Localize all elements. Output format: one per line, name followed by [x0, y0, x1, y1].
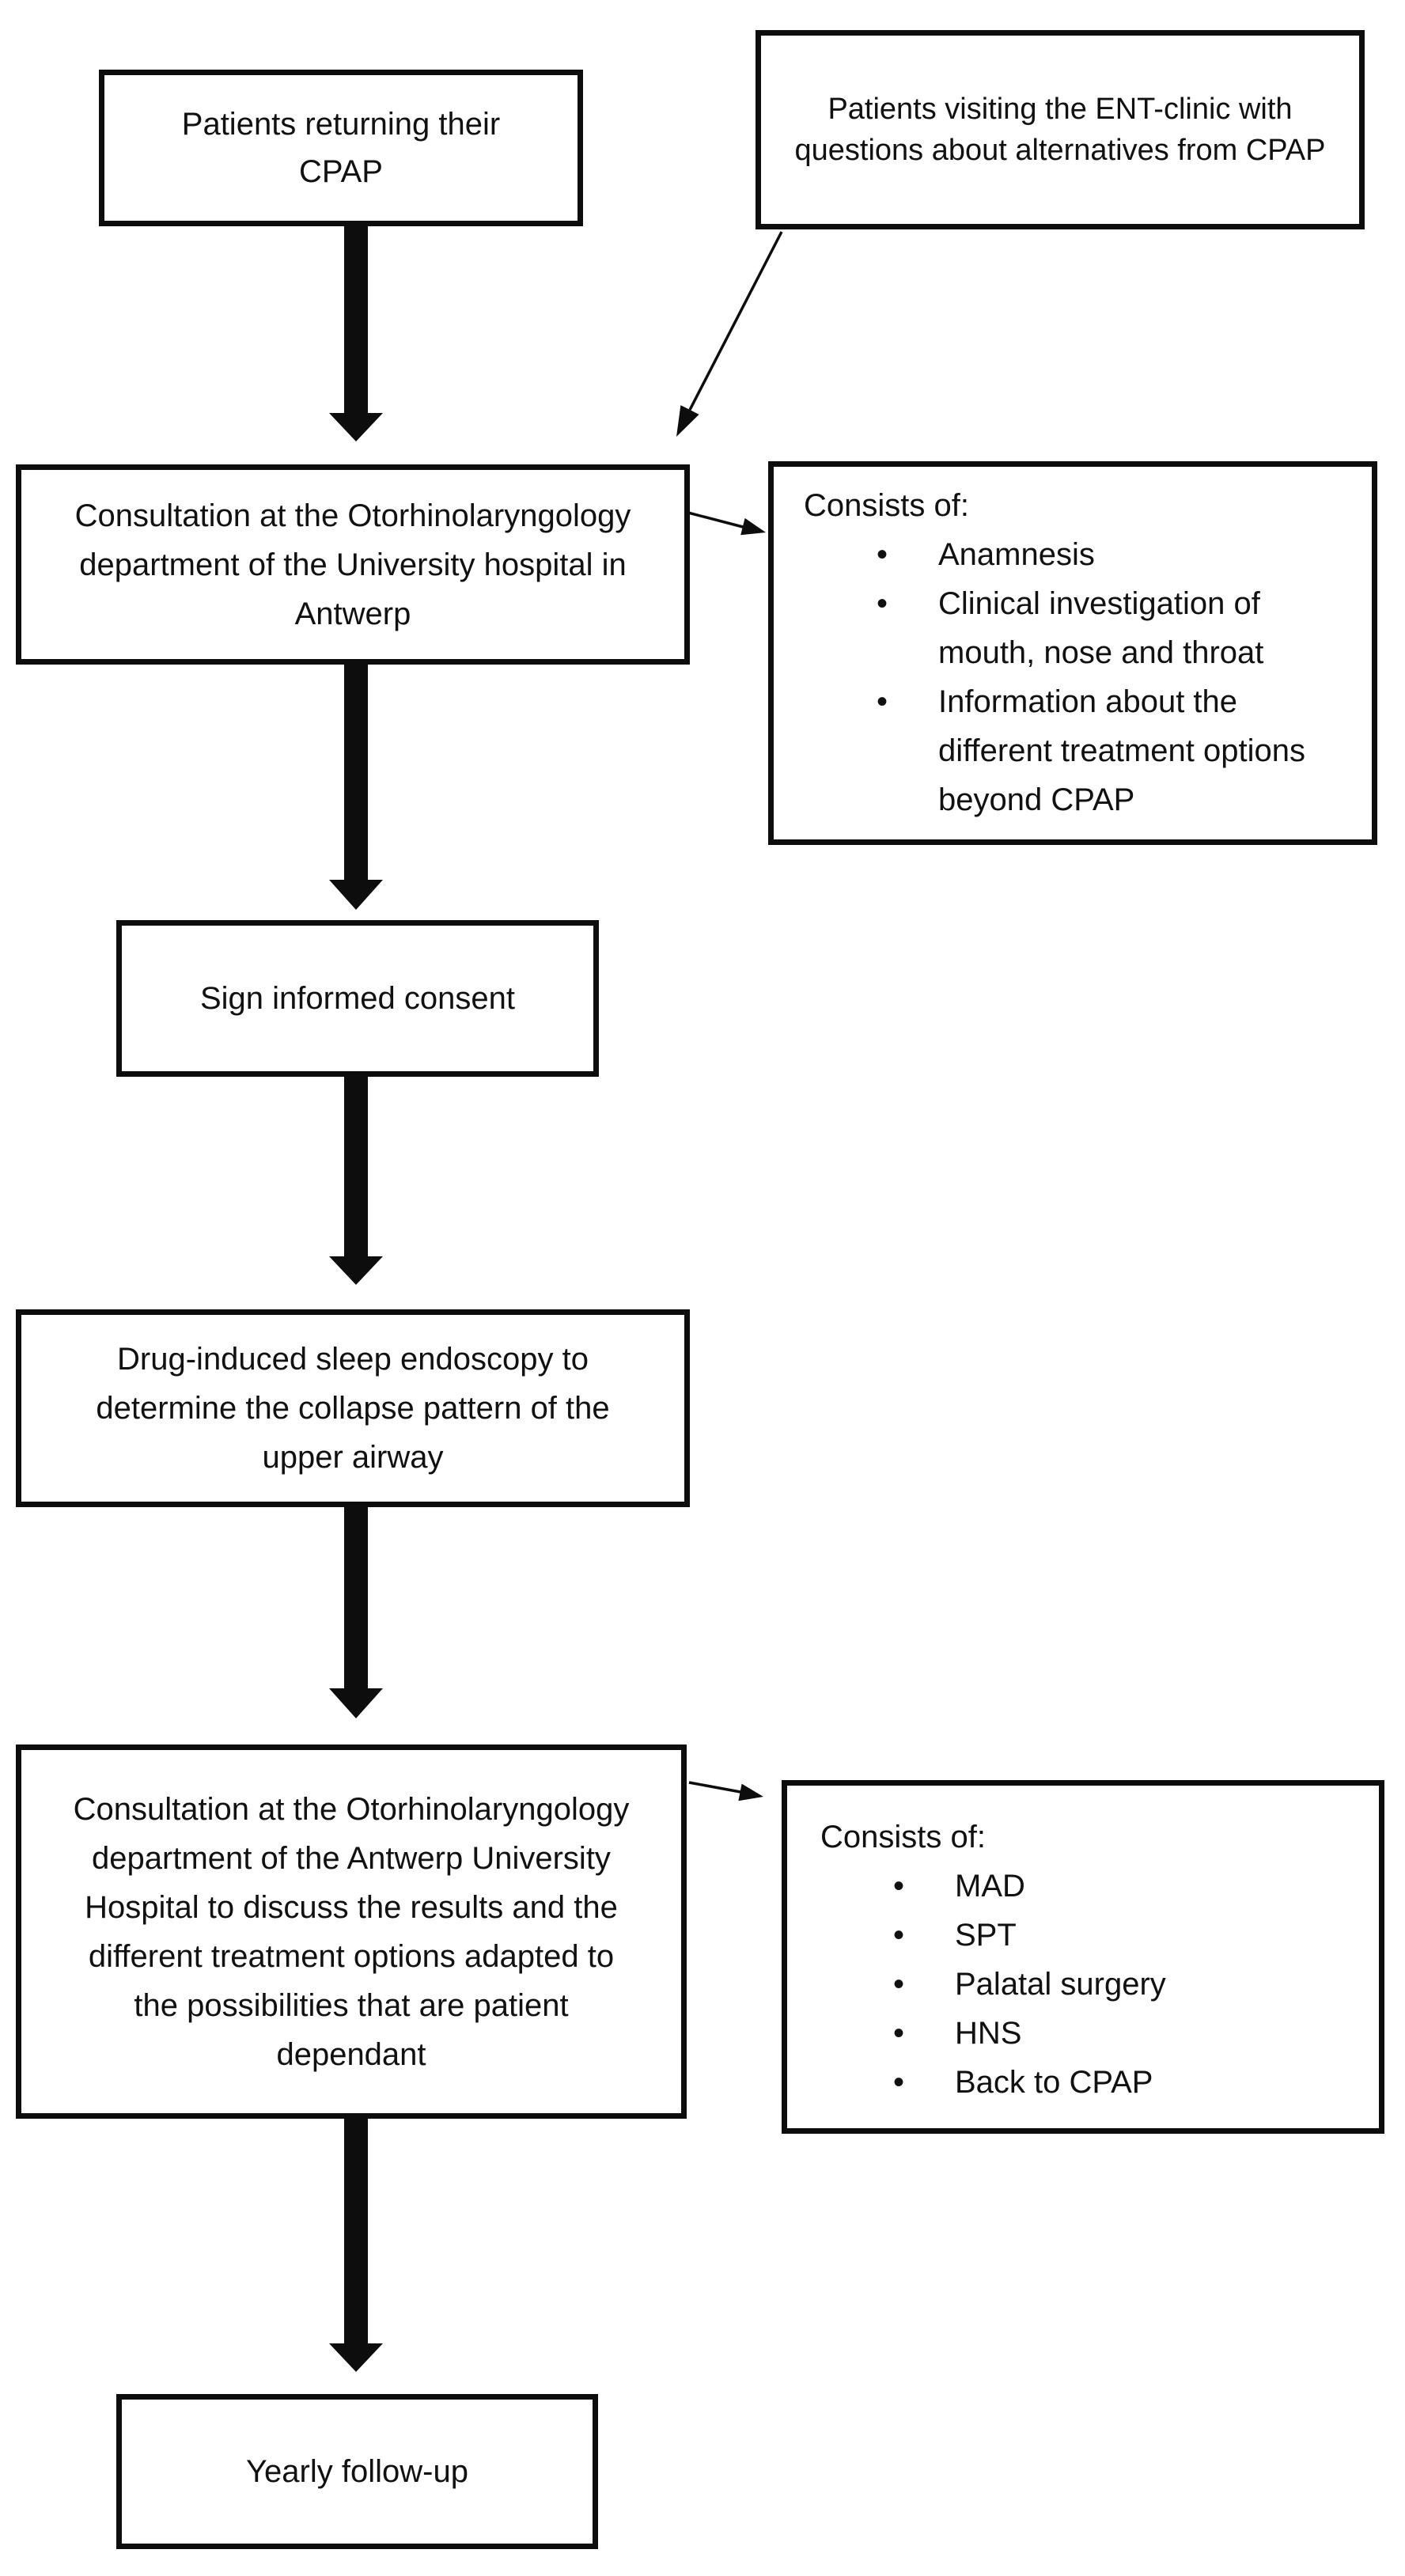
node-drug-induced-sleep-endoscopy: Drug-induced sleep endoscopy to determin… [16, 1309, 690, 1507]
arrow-consult1-to-note1-head [740, 517, 766, 536]
node-patients-visiting-ent-clinic: Patients visiting the ENT-clinic with qu… [756, 30, 1365, 229]
note-bullet-item: Anamnesis [877, 530, 1358, 579]
arrow-consult2-to-note2-line [688, 1781, 741, 1794]
arrow-consult1-to-note1-line [684, 510, 744, 528]
arrow-visiting-to-consult1-head [676, 405, 699, 437]
note-title: Consists of: [804, 488, 969, 523]
note-consultation-consists-of: Consists of: Anamnesis Clinical investig… [768, 461, 1377, 845]
note-bullet-list: Anamnesis Clinical investigation of mout… [804, 530, 1358, 824]
arrow-consent-to-dise [329, 1074, 383, 1285]
note-bullet-item: SPT [893, 1911, 1365, 1960]
note-bullet-item: MAD [893, 1862, 1365, 1911]
node-patients-returning-cpap: Patients returning their CPAP [99, 70, 583, 226]
arrow-dise-to-consult2 [329, 1506, 383, 1718]
note-bullet-item: HNS [893, 2009, 1365, 2058]
note-bullet-item: Back to CPAP [893, 2058, 1365, 2107]
node-consultation-university-hospital: Consultation at the Otorhinolaryngology … [16, 464, 690, 665]
arrow-returning-to-consult1 [329, 225, 383, 441]
arrow-visiting-to-consult1-line [688, 231, 783, 411]
arrow-consult2-to-note2-head [738, 1783, 763, 1801]
note-bullet-item: Clinical investigation of mouth, nose an… [877, 579, 1358, 677]
node-yearly-follow-up: Yearly follow-up [116, 2394, 598, 2549]
node-consultation-results-discussion: Consultation at the Otorhinolaryngology … [16, 1744, 687, 2119]
arrow-consult1-to-consent [329, 663, 383, 910]
note-bullet-item: Palatal surgery [893, 1960, 1365, 2009]
note-bullet-item: Information about the different treatmen… [877, 677, 1358, 824]
note-bullet-list: MAD SPT Palatal surgery HNS Back to CPAP [820, 1862, 1365, 2107]
note-treatment-options-consists-of: Consists of: MAD SPT Palatal surgery HNS… [782, 1780, 1384, 2134]
node-sign-informed-consent: Sign informed consent [116, 920, 599, 1077]
note-title: Consists of: [820, 1820, 986, 1854]
arrow-consult2-to-followup [329, 2117, 383, 2372]
